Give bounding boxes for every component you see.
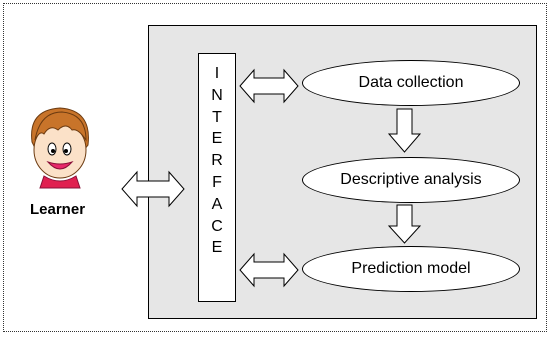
- interface-letter: I: [214, 65, 220, 82]
- interface-letter: A: [211, 195, 223, 213]
- down-arrow-1: [387, 108, 422, 153]
- interface-prediction-arrow: [239, 252, 299, 288]
- down-arrow-2: [387, 204, 422, 244]
- learner-interface-arrow: [121, 170, 185, 208]
- interface-data-arrow: [239, 68, 299, 104]
- data-collection-node: Data collection: [302, 60, 520, 106]
- interface-letter: T: [212, 108, 222, 126]
- interface-box: I N T E R F A C E: [198, 53, 236, 302]
- interface-letter: E: [211, 239, 223, 257]
- learner-label: Learner: [30, 201, 86, 218]
- prediction-model-node: Prediction model: [302, 246, 520, 292]
- interface-letter: R: [211, 152, 223, 170]
- interface-letter: F: [212, 173, 222, 191]
- interface-letter: E: [211, 130, 223, 148]
- interface-letter: C: [211, 217, 223, 235]
- interface-letter: N: [211, 86, 223, 104]
- outer-frame: [3, 3, 547, 332]
- learner-face-icon: [31, 107, 89, 189]
- descriptive-analysis-node: Descriptive analysis: [302, 157, 520, 203]
